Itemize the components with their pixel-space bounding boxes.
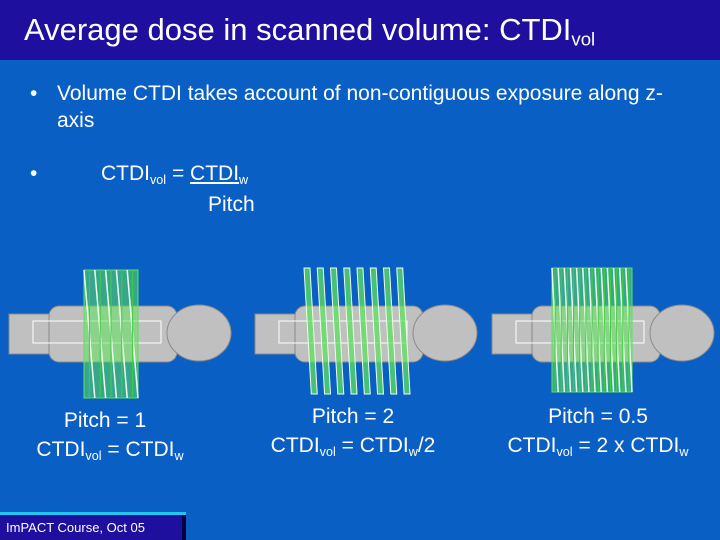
footer-bar — [0, 512, 186, 540]
patient-head — [166, 304, 232, 362]
helix-segment — [316, 267, 332, 395]
formula-denominator: Pitch — [208, 193, 255, 216]
helix-segment — [382, 267, 398, 395]
footer-bar-edge — [182, 512, 186, 540]
title-bar — [0, 0, 720, 60]
panel3-ctdi: CTDIvol = 2 x CTDIw — [507, 434, 689, 459]
panel1-pitch: Pitch = 1 — [63, 409, 147, 432]
footer-text: ImPACT Course, Oct 05 — [6, 520, 145, 535]
scanner-diagram-pitch-2 — [254, 267, 478, 395]
helix-segment — [369, 267, 385, 395]
patient-head — [412, 304, 478, 362]
scanner-diagram-pitch-0.5 — [491, 267, 715, 393]
helix-segment — [356, 267, 371, 395]
helix-segment — [396, 267, 411, 395]
panel3-pitch: Pitch = 0.5 — [548, 405, 648, 428]
patient-table — [278, 320, 408, 344]
helix-segment — [303, 267, 318, 395]
formula-ctdi-vol: CTDIvol = CTDIw — [101, 162, 249, 187]
bullet-marker: • — [30, 82, 38, 105]
patient-head — [649, 304, 715, 362]
panel1-ctdi: CTDIvol = CTDIw — [36, 438, 184, 463]
bullet-marker: • — [30, 162, 38, 185]
panel2-pitch: Pitch = 2 — [311, 405, 395, 428]
scanner-diagram-pitch-1 — [8, 269, 232, 399]
slide-title: Average dose in scanned volume: CTDIvol — [24, 12, 596, 50]
helix-segment — [343, 267, 358, 395]
bullet-text-volume-ctdi: Volume CTDI takes account of non-contigu… — [57, 82, 663, 132]
panel2-ctdi: CTDIvol = CTDIw/2 — [270, 434, 436, 459]
footer-bar-accent — [0, 512, 186, 515]
helix-segment — [329, 267, 345, 395]
